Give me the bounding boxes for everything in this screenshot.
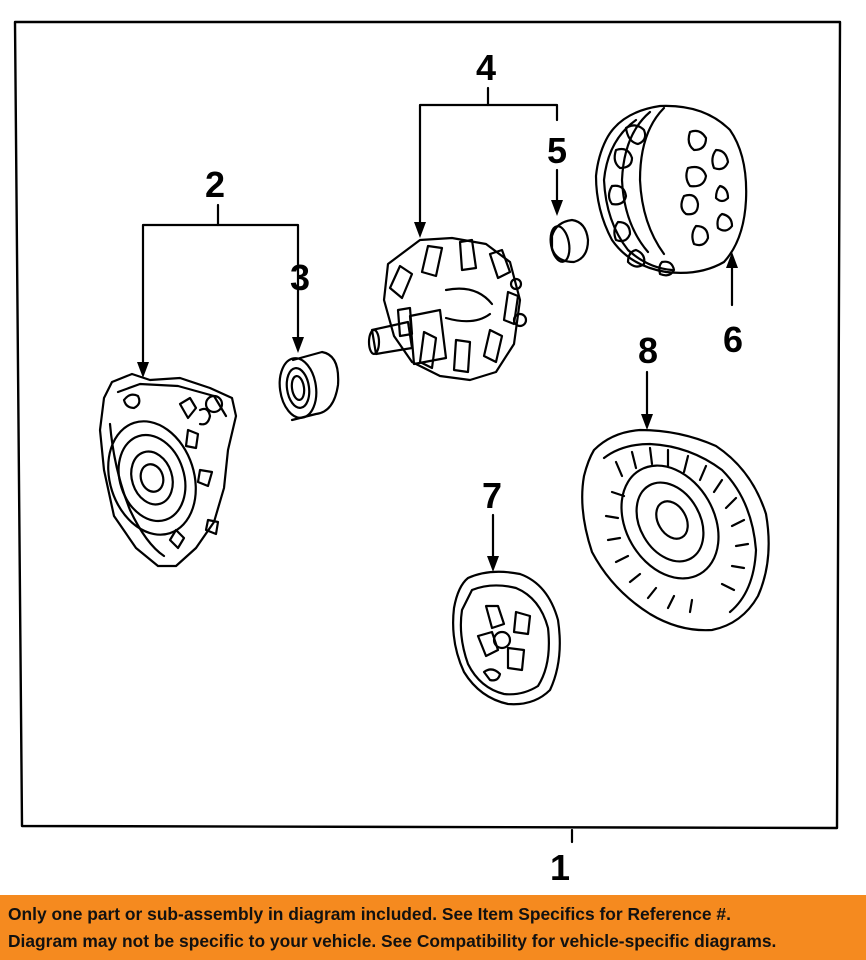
- callout-3: 3: [290, 257, 310, 298]
- front-housing-part: [98, 372, 238, 568]
- cap-part: [549, 218, 590, 264]
- callout-7: 7: [482, 475, 502, 516]
- disclaimer-banner: Only one part or sub-assembly in diagram…: [0, 895, 866, 960]
- callout-2: 2: [205, 164, 225, 205]
- diagram-frame: [13, 20, 842, 830]
- bearing-part: [278, 350, 340, 422]
- stator-part: [594, 104, 748, 277]
- callout-6: 6: [723, 319, 743, 360]
- leader-lines: [141, 86, 734, 844]
- disclaimer-line-2: Diagram may not be specific to your vehi…: [8, 931, 777, 951]
- callout-5: 5: [547, 130, 567, 171]
- arrow-heads: [137, 200, 738, 572]
- callout-8: 8: [638, 330, 658, 371]
- callout-4: 4: [476, 47, 496, 88]
- parts-diagram: 1 2 3 4 5 6 7 8: [13, 20, 842, 888]
- callout-1: 1: [550, 847, 570, 888]
- rotor-part: [367, 236, 528, 382]
- disclaimer-line-1: Only one part or sub-assembly in diagram…: [8, 904, 731, 924]
- rear-housing-part: [581, 428, 770, 632]
- brush-holder-part: [452, 570, 561, 706]
